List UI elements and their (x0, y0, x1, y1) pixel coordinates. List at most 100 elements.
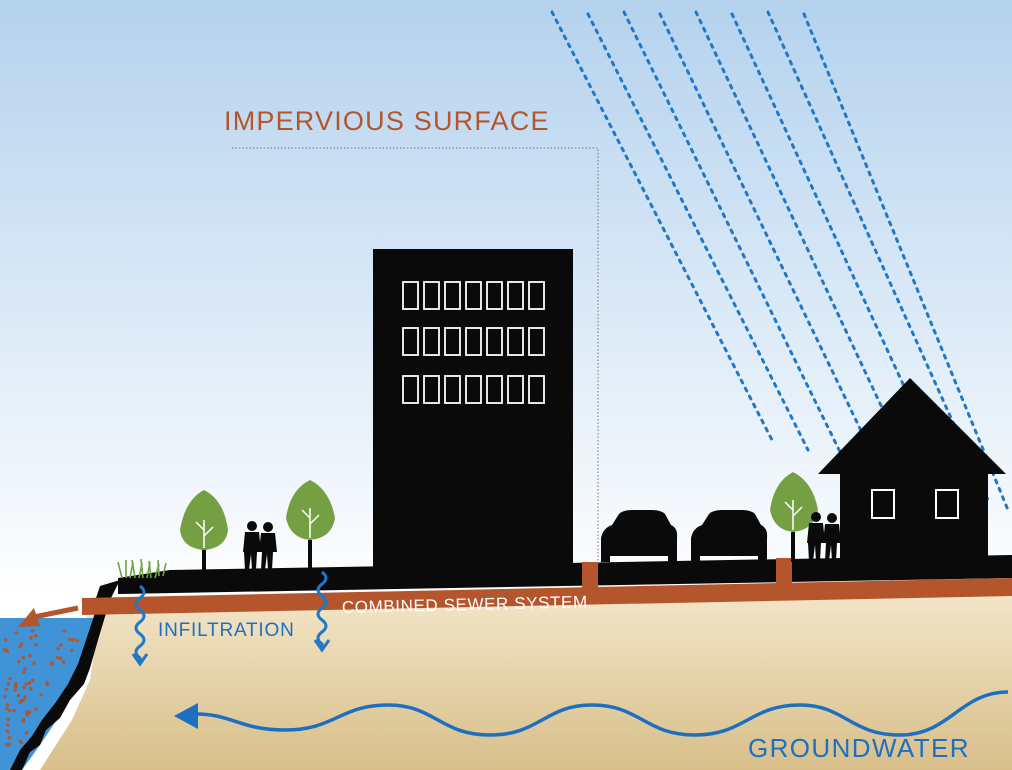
tree-icon (180, 490, 228, 574)
building-window (528, 327, 545, 356)
building-window (423, 375, 440, 404)
sediment-dot (29, 636, 33, 640)
overflow-outfall-arrow (18, 605, 79, 627)
building-window (486, 327, 503, 356)
sediment-dot (5, 703, 10, 707)
sediment-dot (4, 687, 9, 691)
sediment-dot (31, 678, 35, 682)
rain-streaks (550, 10, 1010, 512)
building-window (423, 327, 440, 356)
building-window (402, 281, 419, 310)
sediment-dot (5, 729, 10, 733)
sediment-dot (25, 710, 29, 714)
rain-streak (694, 10, 918, 482)
house-icon (818, 378, 1006, 560)
sediment-dot (24, 682, 28, 686)
building-window (486, 375, 503, 404)
sediment-dot (3, 694, 7, 699)
rain-streak (766, 10, 990, 502)
sediment-dot (29, 687, 33, 691)
sediment-dot (18, 644, 22, 648)
car-icon (691, 510, 768, 562)
sediment-dot (59, 656, 63, 661)
sediment-dot (75, 639, 80, 643)
groundwater-label: GROUNDWATER (748, 733, 970, 763)
building-window (507, 281, 524, 310)
sediment-dot (45, 683, 50, 687)
building-window (465, 327, 482, 356)
sediment-dot (34, 642, 38, 647)
sediment-dot (39, 692, 43, 697)
sediment-dot (6, 682, 11, 686)
sediment-dot (50, 660, 54, 665)
building-window (507, 375, 524, 404)
sediment-dot (20, 642, 24, 646)
sediment-particles (2, 629, 80, 747)
sediment-dot (25, 713, 29, 717)
sediment-dot (23, 695, 27, 699)
building-window (486, 281, 503, 310)
sediment-dot (34, 707, 38, 711)
sediment-dot (13, 684, 18, 689)
sediment-dot (27, 710, 32, 714)
sediment-dot (7, 742, 12, 747)
sediment-dot (21, 718, 26, 722)
sediment-dot (16, 693, 21, 698)
soil-ground (40, 590, 1012, 770)
office-building-icon (373, 249, 573, 571)
building-window (444, 281, 461, 310)
building-window (402, 327, 419, 356)
sediment-dot (6, 717, 10, 721)
sediment-dot (5, 707, 9, 711)
infiltration-label: INFILTRATION (158, 620, 295, 641)
infiltration-arrows (131, 570, 331, 667)
riverbank-edge (10, 580, 120, 770)
sediment-dot (8, 676, 12, 681)
tree-icon (770, 472, 818, 562)
impervious-leader-line (232, 147, 599, 565)
sediment-dot (27, 680, 31, 685)
rain-streak (622, 10, 846, 462)
building-window (444, 327, 461, 356)
building-window (465, 281, 482, 310)
combined-sewer-pipe (82, 578, 1012, 615)
sediment-dot (7, 708, 12, 713)
groundwater-flow-arrow (174, 690, 1009, 737)
sediment-dot (59, 643, 63, 647)
sediment-dot (21, 698, 25, 703)
sediment-dot (6, 723, 10, 727)
sediment-dot (28, 654, 32, 658)
sediment-dot (14, 681, 18, 686)
sewer-inlet-right (776, 558, 792, 586)
building-window (423, 281, 440, 310)
sediment-dot (22, 685, 26, 690)
sediment-dot (22, 670, 26, 674)
sediment-dot (56, 655, 60, 660)
sediment-dot (21, 655, 25, 660)
sediment-dot (24, 731, 29, 735)
rain-streak (730, 12, 954, 492)
sediment-dot (34, 634, 38, 638)
sediment-dot (62, 660, 66, 664)
sediment-dot (12, 708, 16, 713)
sediment-dot (70, 648, 74, 653)
sewer-inlet-left (582, 562, 598, 590)
rain-streak (550, 10, 774, 442)
building-window (402, 375, 419, 404)
river-water (0, 618, 96, 770)
building-window (528, 281, 545, 310)
sediment-dot (56, 646, 60, 651)
sediment-dot (7, 735, 12, 740)
sediment-dot (4, 648, 9, 652)
sediment-dot (62, 629, 66, 633)
building-window (465, 375, 482, 404)
sediment-dot (2, 648, 6, 652)
grass-icon (117, 558, 167, 579)
sediment-dot (14, 631, 18, 635)
impervious-surface-label: IMPERVIOUS SURFACE (224, 106, 550, 136)
sediment-dot (23, 667, 27, 671)
sediment-dot (32, 661, 36, 666)
sediment-dot (3, 638, 8, 642)
rain-streak (658, 12, 882, 472)
